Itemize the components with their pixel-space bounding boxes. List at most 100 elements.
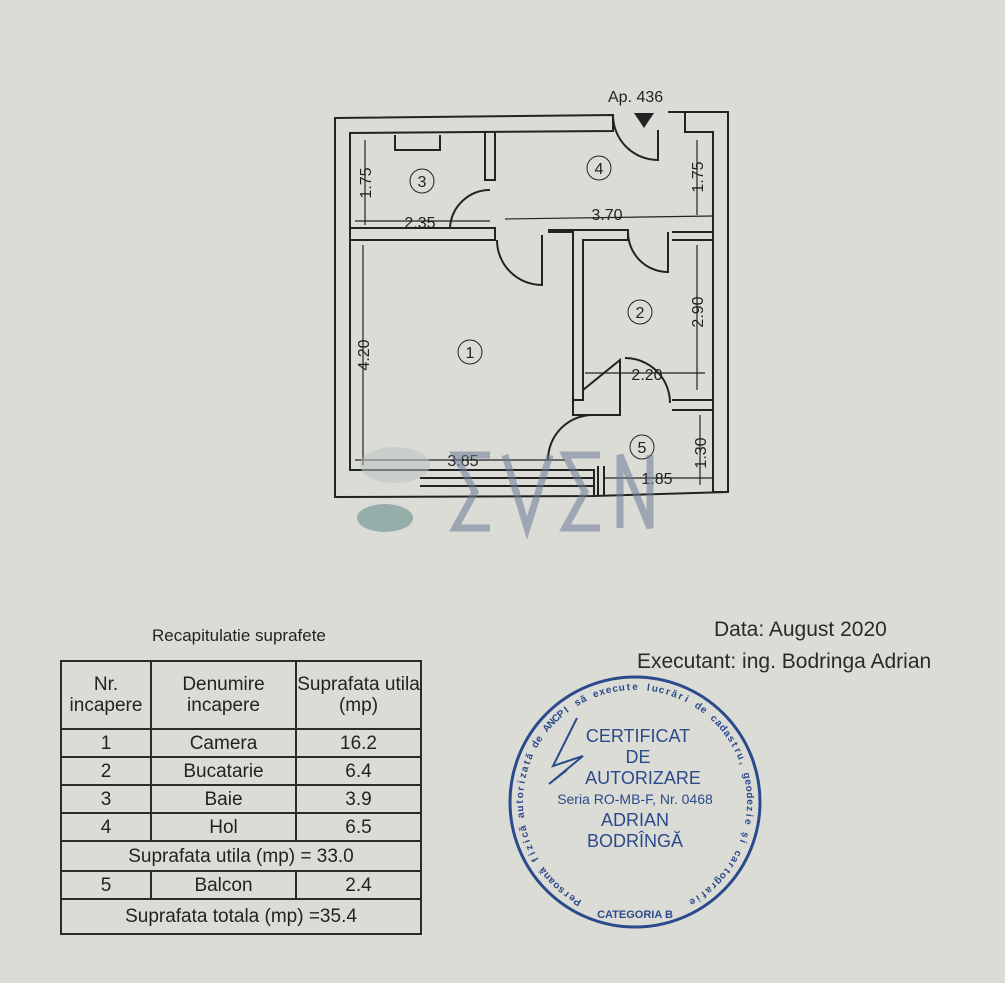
apartment-label: Ap. 436: [608, 89, 663, 106]
summary-subtotal: Suprafata utila (mp) = 33.0: [60, 840, 422, 872]
plan-rooms-3: 4: [595, 161, 604, 178]
stamp-ring-glyph: e: [687, 895, 698, 908]
stamp-ring-glyph: a: [519, 765, 531, 774]
wall-kitchen: [548, 229, 629, 401]
summary-rows-0-area: 16.2: [295, 728, 422, 758]
stamp-line-serial: Seria RO-MB-F, Nr. 0468: [557, 791, 713, 807]
header-area: Suprafata utila (mp): [295, 660, 422, 730]
wall-bath: [350, 227, 496, 241]
executant-label: Executant: ing. Bodringa Adrian: [637, 650, 932, 673]
stamp-ring-glyph: o: [717, 870, 729, 882]
stamp-ring-glyph: e: [566, 891, 577, 903]
summary-caption: Recapitulatie suprafete: [152, 626, 326, 645]
stamp-ring-glyph: i: [527, 850, 538, 858]
stamp-ring-glyph: ș: [739, 831, 751, 840]
stamp-ring-glyph: a: [728, 854, 741, 865]
subtotal-row: Suprafata utila (mp) = 33.0: [60, 840, 422, 872]
stamp-ring-glyph: a: [703, 884, 715, 896]
stamp-ring-glyph: r: [562, 888, 572, 899]
stamp-ring-glyph: a: [712, 718, 724, 730]
stamp-ring-glyph: i: [737, 838, 748, 845]
dim-kitchen-width: 2.20: [631, 367, 662, 384]
floor-plan: Ap. 436 1 2 3 4 5 2.35 3.70 2.20 3.85 1.…: [334, 89, 729, 540]
summary-balcony-area: 2.4: [295, 870, 422, 900]
date-label: Data: August 2020: [714, 618, 887, 641]
stamp-ring-glyph: z: [744, 806, 755, 812]
stamp-ring-glyph: r: [676, 691, 684, 703]
stamp-ring-glyph: i: [683, 694, 691, 705]
stamp-line-first-name: ADRIAN: [601, 810, 669, 830]
stamp-ring-glyph: ă: [517, 824, 529, 832]
stamp-ring-glyph: l: [646, 683, 650, 694]
entrance-arrow-icon: [634, 113, 654, 128]
stamp-ring-glyph: s: [555, 883, 567, 895]
plan-rooms-0: 1: [466, 345, 475, 362]
summary-rows-1-area: 6.4: [295, 756, 422, 786]
stamp-ring-glyph: t: [626, 682, 631, 693]
stamp-ring-glyph: o: [550, 879, 562, 891]
stamp-ring-glyph: r: [516, 786, 527, 791]
plan-rooms-4: 5: [638, 440, 647, 457]
dim-hall-height: 1.75: [690, 161, 707, 192]
entrance-door: [612, 114, 659, 162]
stamp-ring-glyph: g: [712, 875, 724, 887]
stamp-ring-glyph: z: [518, 772, 530, 779]
stamp-ring-glyph: e: [698, 704, 709, 716]
stamp-border: [508, 675, 762, 929]
stamp-ring-glyph: r: [664, 686, 671, 698]
header-nr: Nr. incapere: [60, 660, 152, 730]
total-row: Suprafata totala (mp) =35.4: [60, 898, 422, 935]
stamp-ring-glyph: z: [524, 843, 536, 852]
stamp-ring-glyph: c: [519, 830, 531, 839]
stamp-ring-glyph: d: [717, 723, 729, 735]
stamp-ring-glyph: ,: [737, 760, 748, 767]
stamp-ring-glyph: c: [657, 685, 665, 697]
plan-rooms-2: 3: [418, 174, 427, 191]
stamp-ring-glyph: d: [744, 792, 755, 799]
summary-rows-0-nr: 1: [60, 728, 152, 758]
stamp-ring-glyph: I: [562, 705, 571, 716]
dim-kitchen-height: 2.90: [690, 296, 707, 327]
stamp-ring-glyph: i: [694, 892, 703, 903]
room-marker-1: 1: [457, 339, 483, 365]
stamp-ring-glyph: u: [651, 683, 659, 695]
stamp-category: CATEGORIA B: [597, 909, 673, 921]
summary-rows-3-name: Hol: [150, 812, 297, 842]
stamp-line-autorizare: AUTORIZARE: [585, 768, 701, 788]
summary-rows-3-area: 6.5: [295, 812, 422, 842]
dim-room3-width: 2.35: [404, 215, 435, 232]
stamp-ring-glyph: ă: [537, 865, 549, 876]
stamp-ring-glyph: e: [744, 799, 755, 805]
stamp-ring-glyph: o: [743, 785, 755, 792]
stamp-ring-glyph: t: [522, 759, 534, 767]
stamp-ring-glyph: e: [742, 778, 754, 786]
stamp-ring-glyph: c: [708, 713, 720, 725]
stamp-ring-glyph: e: [742, 818, 754, 826]
stamp-line-de: DE: [625, 747, 650, 767]
dim-balcony-width: 1.85: [641, 471, 672, 488]
stamp-ring-glyph: a: [721, 728, 733, 739]
stamp-ring-glyph: P: [572, 895, 584, 908]
stamp-ring-glyph: a: [515, 811, 527, 818]
stamp-ring-glyph: d: [692, 700, 703, 713]
stamp-ring-glyph: t: [721, 866, 732, 876]
summary-balcony-name: Balcon: [150, 870, 297, 900]
stamp-ring-glyph: e: [605, 684, 613, 696]
stamp-ring-glyph: t: [515, 800, 526, 804]
stamp-ring-glyph: r: [708, 880, 718, 891]
stamp-ring-glyph: u: [734, 752, 747, 762]
stamp-ring-glyph: f: [698, 888, 708, 899]
stamp-ring-glyph: g: [740, 771, 752, 779]
room-marker-3: 3: [409, 168, 435, 194]
stamp-ring-glyph: s: [725, 734, 737, 745]
stamp-ring-glyph: x: [598, 686, 607, 698]
summary-rows-1-nr: 2: [60, 756, 152, 786]
signature-icon: [548, 717, 584, 785]
stamp-ring-glyph: ă: [524, 751, 536, 761]
stamp-ring-glyph: ă: [670, 688, 679, 700]
summary-rows-1-name: Bucatarie: [150, 756, 297, 786]
